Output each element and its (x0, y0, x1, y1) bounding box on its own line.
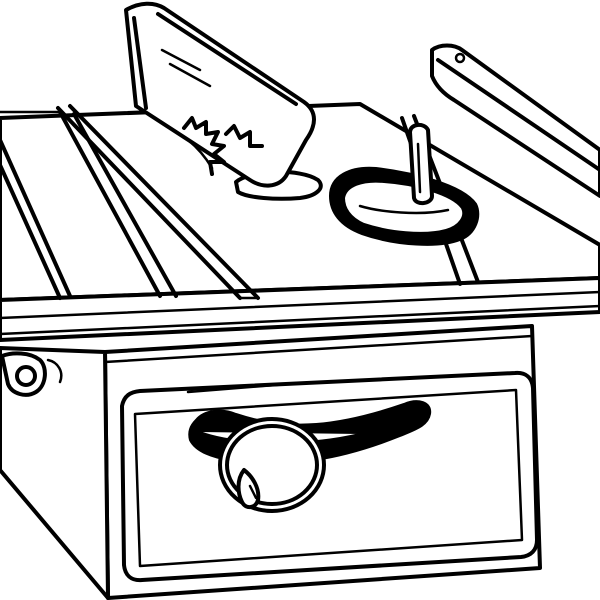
height-adjust-wheel (218, 417, 326, 513)
rip-fence (430, 43, 600, 198)
miter-gauge (329, 123, 480, 246)
miter-slot (56, 104, 260, 300)
blade-guard (124, 1, 316, 188)
side-bracket (0, 351, 63, 397)
